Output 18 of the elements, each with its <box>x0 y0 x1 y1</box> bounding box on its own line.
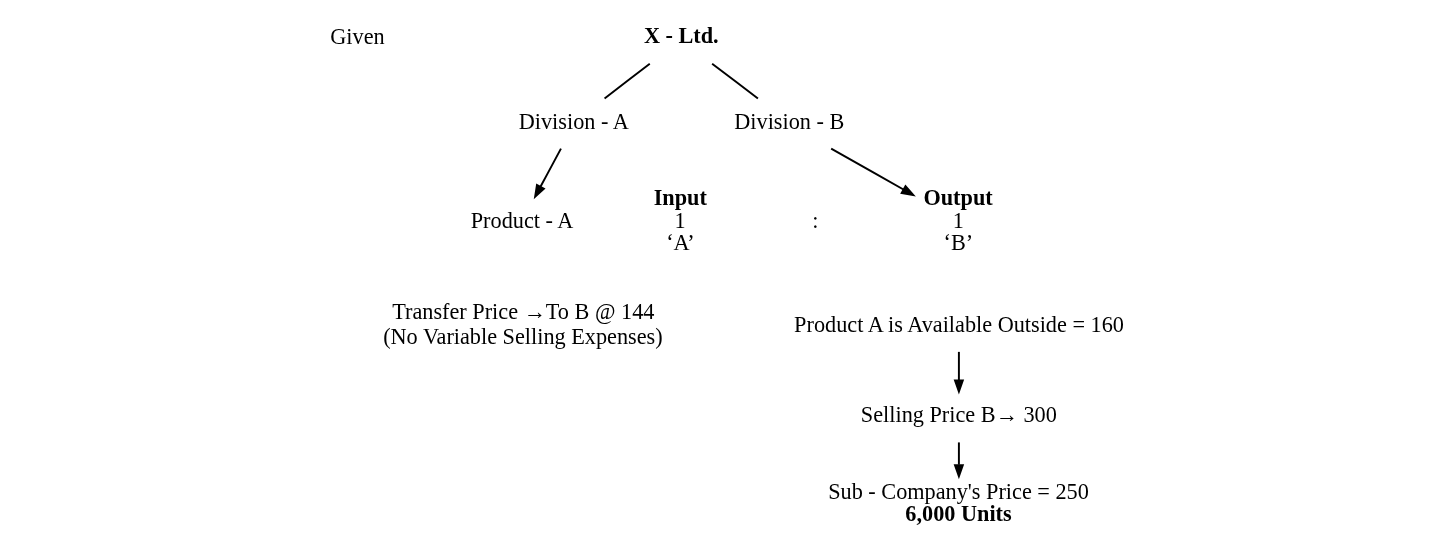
node-text: Selling Price B→ 300 <box>860 402 1057 428</box>
node-text: Output 1 ‘B’ <box>922 185 993 255</box>
arrow <box>533 147 562 200</box>
node-text: Product - A <box>470 207 573 233</box>
label: : <box>811 207 818 233</box>
label: Given <box>329 23 385 49</box>
connector <box>710 62 759 100</box>
node-text: Transfer Price →To B @ 144 (No Variable Selling Expenses) <box>382 299 663 350</box>
node-text: Input 1 ‘A’ <box>653 185 707 255</box>
node-text: Sub - Company's Price = 250 6,000 Units <box>827 478 1089 526</box>
arrow <box>953 441 964 480</box>
connector <box>603 62 651 100</box>
arrow <box>829 147 916 197</box>
node-text: Division - A <box>518 108 629 134</box>
node-text: X - Ltd. <box>643 22 719 48</box>
arrow <box>953 350 964 395</box>
node-text: Division - B <box>733 108 844 134</box>
node-text: Product A is Available Outside = 160 <box>793 311 1124 337</box>
